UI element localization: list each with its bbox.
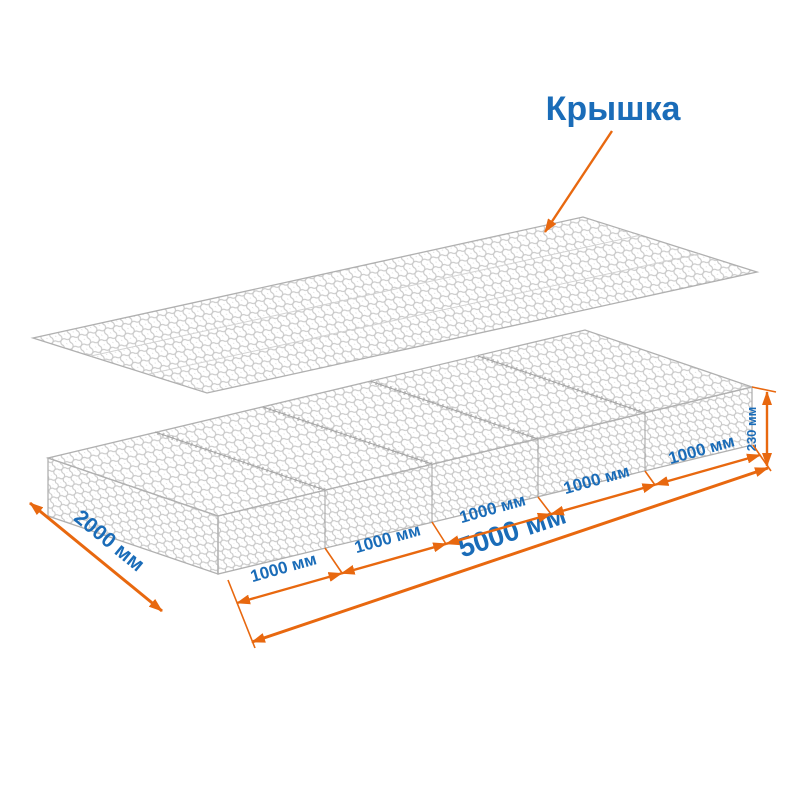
- dimension-line-cell: [340, 542, 448, 575]
- lid-surface: [30, 216, 760, 394]
- extension-line: [324, 547, 343, 574]
- dimension-label-height: 230 мм: [744, 407, 759, 452]
- lid-seam-line: [90, 234, 642, 357]
- lid-leader-arrow: [544, 130, 613, 233]
- extension-line: [751, 386, 777, 393]
- dimension-line-width: [29, 501, 163, 613]
- extension-line: [431, 521, 447, 545]
- dimension-line-cell: [549, 483, 657, 516]
- lid-seam-line: [148, 253, 700, 375]
- dimension-line-cell: [654, 453, 761, 486]
- extension-line: [227, 579, 256, 649]
- diaphragm-rim-wire: [369, 380, 539, 440]
- dimension-line-total-length: [251, 466, 769, 644]
- extension-lines: [227, 386, 777, 649]
- dimension-line-cell: [445, 512, 552, 546]
- extension-line: [644, 470, 656, 486]
- extension-line: [537, 496, 552, 515]
- extension-line: [752, 444, 772, 472]
- diaphragm-rim-wire: [477, 355, 646, 414]
- lid-callout-label: Крышка: [546, 90, 682, 128]
- diaphragm-rim-wire: [262, 406, 433, 465]
- dimension-line-cell: [236, 572, 343, 605]
- lid-mesh-panel: [30, 216, 760, 394]
